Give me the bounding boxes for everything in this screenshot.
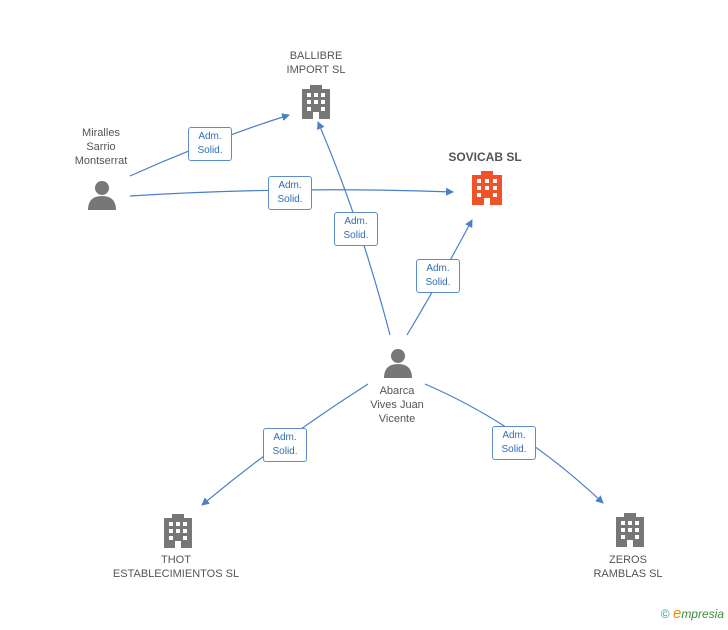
building-icon[interactable] [302,85,330,119]
footer-brand: © empresia [661,605,724,622]
node-label-thot[interactable]: THOT ESTABLECIMIENTOS SL [112,554,240,580]
building-icon[interactable] [472,171,502,205]
edge-badge-miralles-sovicab[interactable]: Adm. Solid. [268,176,312,210]
node-label-ballibre[interactable]: BALLIBRE IMPORT SL [286,50,346,76]
brand-logo-e: e [672,605,682,622]
edge-badge-abarca-ballibre[interactable]: Adm. Solid. [334,212,378,246]
edge-badge-line2: Solid. [501,444,527,455]
edge-badge-line1: Adm. [426,263,450,274]
edge-badge-abarca-thot[interactable]: Adm. Solid. [263,428,307,462]
edge-badge-abarca-zeros[interactable]: Adm. Solid. [492,426,536,460]
edge-badge-line1: Adm. [502,430,526,441]
brand-name: mpresia [681,607,724,621]
edge-badge-line1: Adm. [278,180,302,191]
person-icon[interactable] [384,349,412,378]
node-label-sovicab[interactable]: SOVICAB SL [448,150,522,164]
person-icon[interactable] [88,181,116,210]
edge-badge-abarca-sovicab[interactable]: Adm. Solid. [416,259,460,293]
copyright-symbol: © [660,607,670,621]
edge-badge-line2: Solid. [197,145,223,156]
edge-badge-line2: Solid. [277,194,303,205]
building-icon[interactable] [164,514,192,548]
edge-badge-line1: Adm. [198,131,222,142]
edge-badge-miralles-ballibre[interactable]: Adm. Solid. [188,127,232,161]
node-label-abarca[interactable]: Abarca Vives Juan Vicente [370,385,424,425]
node-label-zeros[interactable]: ZEROS RAMBLAS SL [593,554,663,580]
edge-badge-line2: Solid. [272,446,298,457]
edge-badge-line2: Solid. [343,230,369,241]
building-icon[interactable] [616,513,644,547]
edge-badge-line1: Adm. [344,216,368,227]
node-label-miralles[interactable]: Miralles Sarrio Montserrat [74,127,128,167]
edge-badge-line2: Solid. [425,277,451,288]
edge-badge-line1: Adm. [273,432,297,443]
